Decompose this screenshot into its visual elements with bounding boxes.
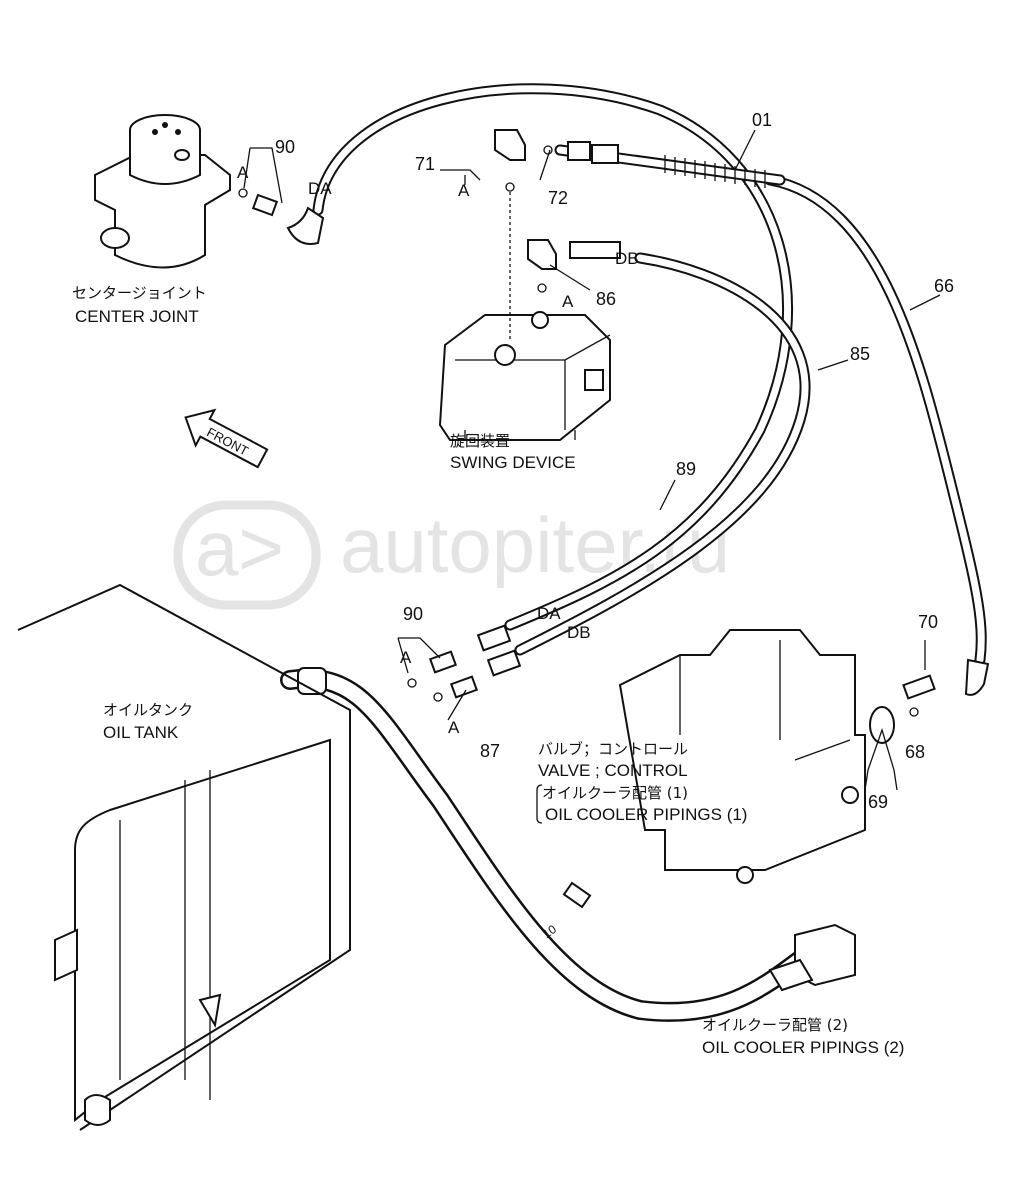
svg-text:SWING DEVICE: SWING DEVICE — [450, 453, 576, 472]
svg-text:CENTER JOINT: CENTER JOINT — [75, 307, 199, 326]
svg-text:86: 86 — [596, 289, 616, 309]
hose-66 — [764, 174, 990, 696]
svg-text:85: 85 — [850, 344, 870, 364]
svg-text:72: 72 — [548, 188, 568, 208]
svg-text:DA: DA — [537, 604, 561, 623]
svg-text:66: 66 — [934, 276, 954, 296]
svg-text:バルブ；コントロール: バルブ；コントロール — [538, 740, 688, 758]
svg-text:68: 68 — [905, 742, 925, 762]
svg-text:01: 01 — [752, 110, 772, 130]
svg-text:DA: DA — [308, 179, 332, 198]
hose-85-db — [514, 252, 811, 656]
oil-cooler-pipe-2 — [280, 667, 856, 1022]
svg-text:A: A — [458, 181, 470, 200]
front-arrow: FRONT — [184, 408, 269, 469]
svg-text:オイルタンク: オイルタンク — [103, 701, 193, 719]
hose-da-top — [312, 83, 793, 631]
svg-text:a>: a> — [195, 504, 284, 592]
swing-device — [438, 129, 621, 441]
svg-text:87: 87 — [480, 741, 500, 761]
oil-tank — [17, 583, 351, 1131]
svg-text:旋回装置: 旋回装置 — [450, 432, 510, 450]
svg-text:センタージョイント: センタージョイント — [72, 284, 207, 302]
svg-text:90: 90 — [275, 137, 295, 157]
svg-text:70: 70 — [918, 612, 938, 632]
svg-text:A: A — [237, 163, 249, 182]
svg-text:OIL COOLER PIPINGS (2): OIL COOLER PIPINGS (2) — [702, 1038, 904, 1057]
svg-text:71: 71 — [415, 154, 435, 174]
leader-lines — [440, 129, 941, 670]
fittings-90-87 — [397, 624, 522, 721]
svg-text:A: A — [400, 648, 412, 667]
svg-text:A: A — [448, 718, 460, 737]
fittings-70-68-69 — [864, 674, 936, 791]
svg-text:89: 89 — [676, 459, 696, 479]
svg-text:69: 69 — [868, 792, 888, 812]
svg-text:オイルクーラ配管 (1): オイルクーラ配管 (1) — [542, 784, 688, 802]
svg-text:A: A — [562, 292, 574, 311]
svg-text:90: 90 — [403, 604, 423, 624]
hose-01-fittings — [554, 141, 786, 188]
svg-text:オイルクーラ配管 (2): オイルクーラ配管 (2) — [702, 1016, 848, 1034]
control-valve — [618, 629, 866, 884]
svg-text:OIL TANK: OIL TANK — [103, 723, 179, 742]
labels: 90 A DA 71 A 72 01 DB 86 A 66 85 89 90 A… — [72, 110, 954, 1057]
fittings-90-top — [238, 147, 325, 245]
svg-text:VALVE ; CONTROL: VALVE ; CONTROL — [538, 761, 688, 780]
svg-text:DB: DB — [615, 249, 639, 268]
center-joint — [94, 114, 231, 269]
svg-text:DB: DB — [567, 623, 591, 642]
svg-text:OIL COOLER PIPINGS (1): OIL COOLER PIPINGS (1) — [545, 805, 747, 824]
